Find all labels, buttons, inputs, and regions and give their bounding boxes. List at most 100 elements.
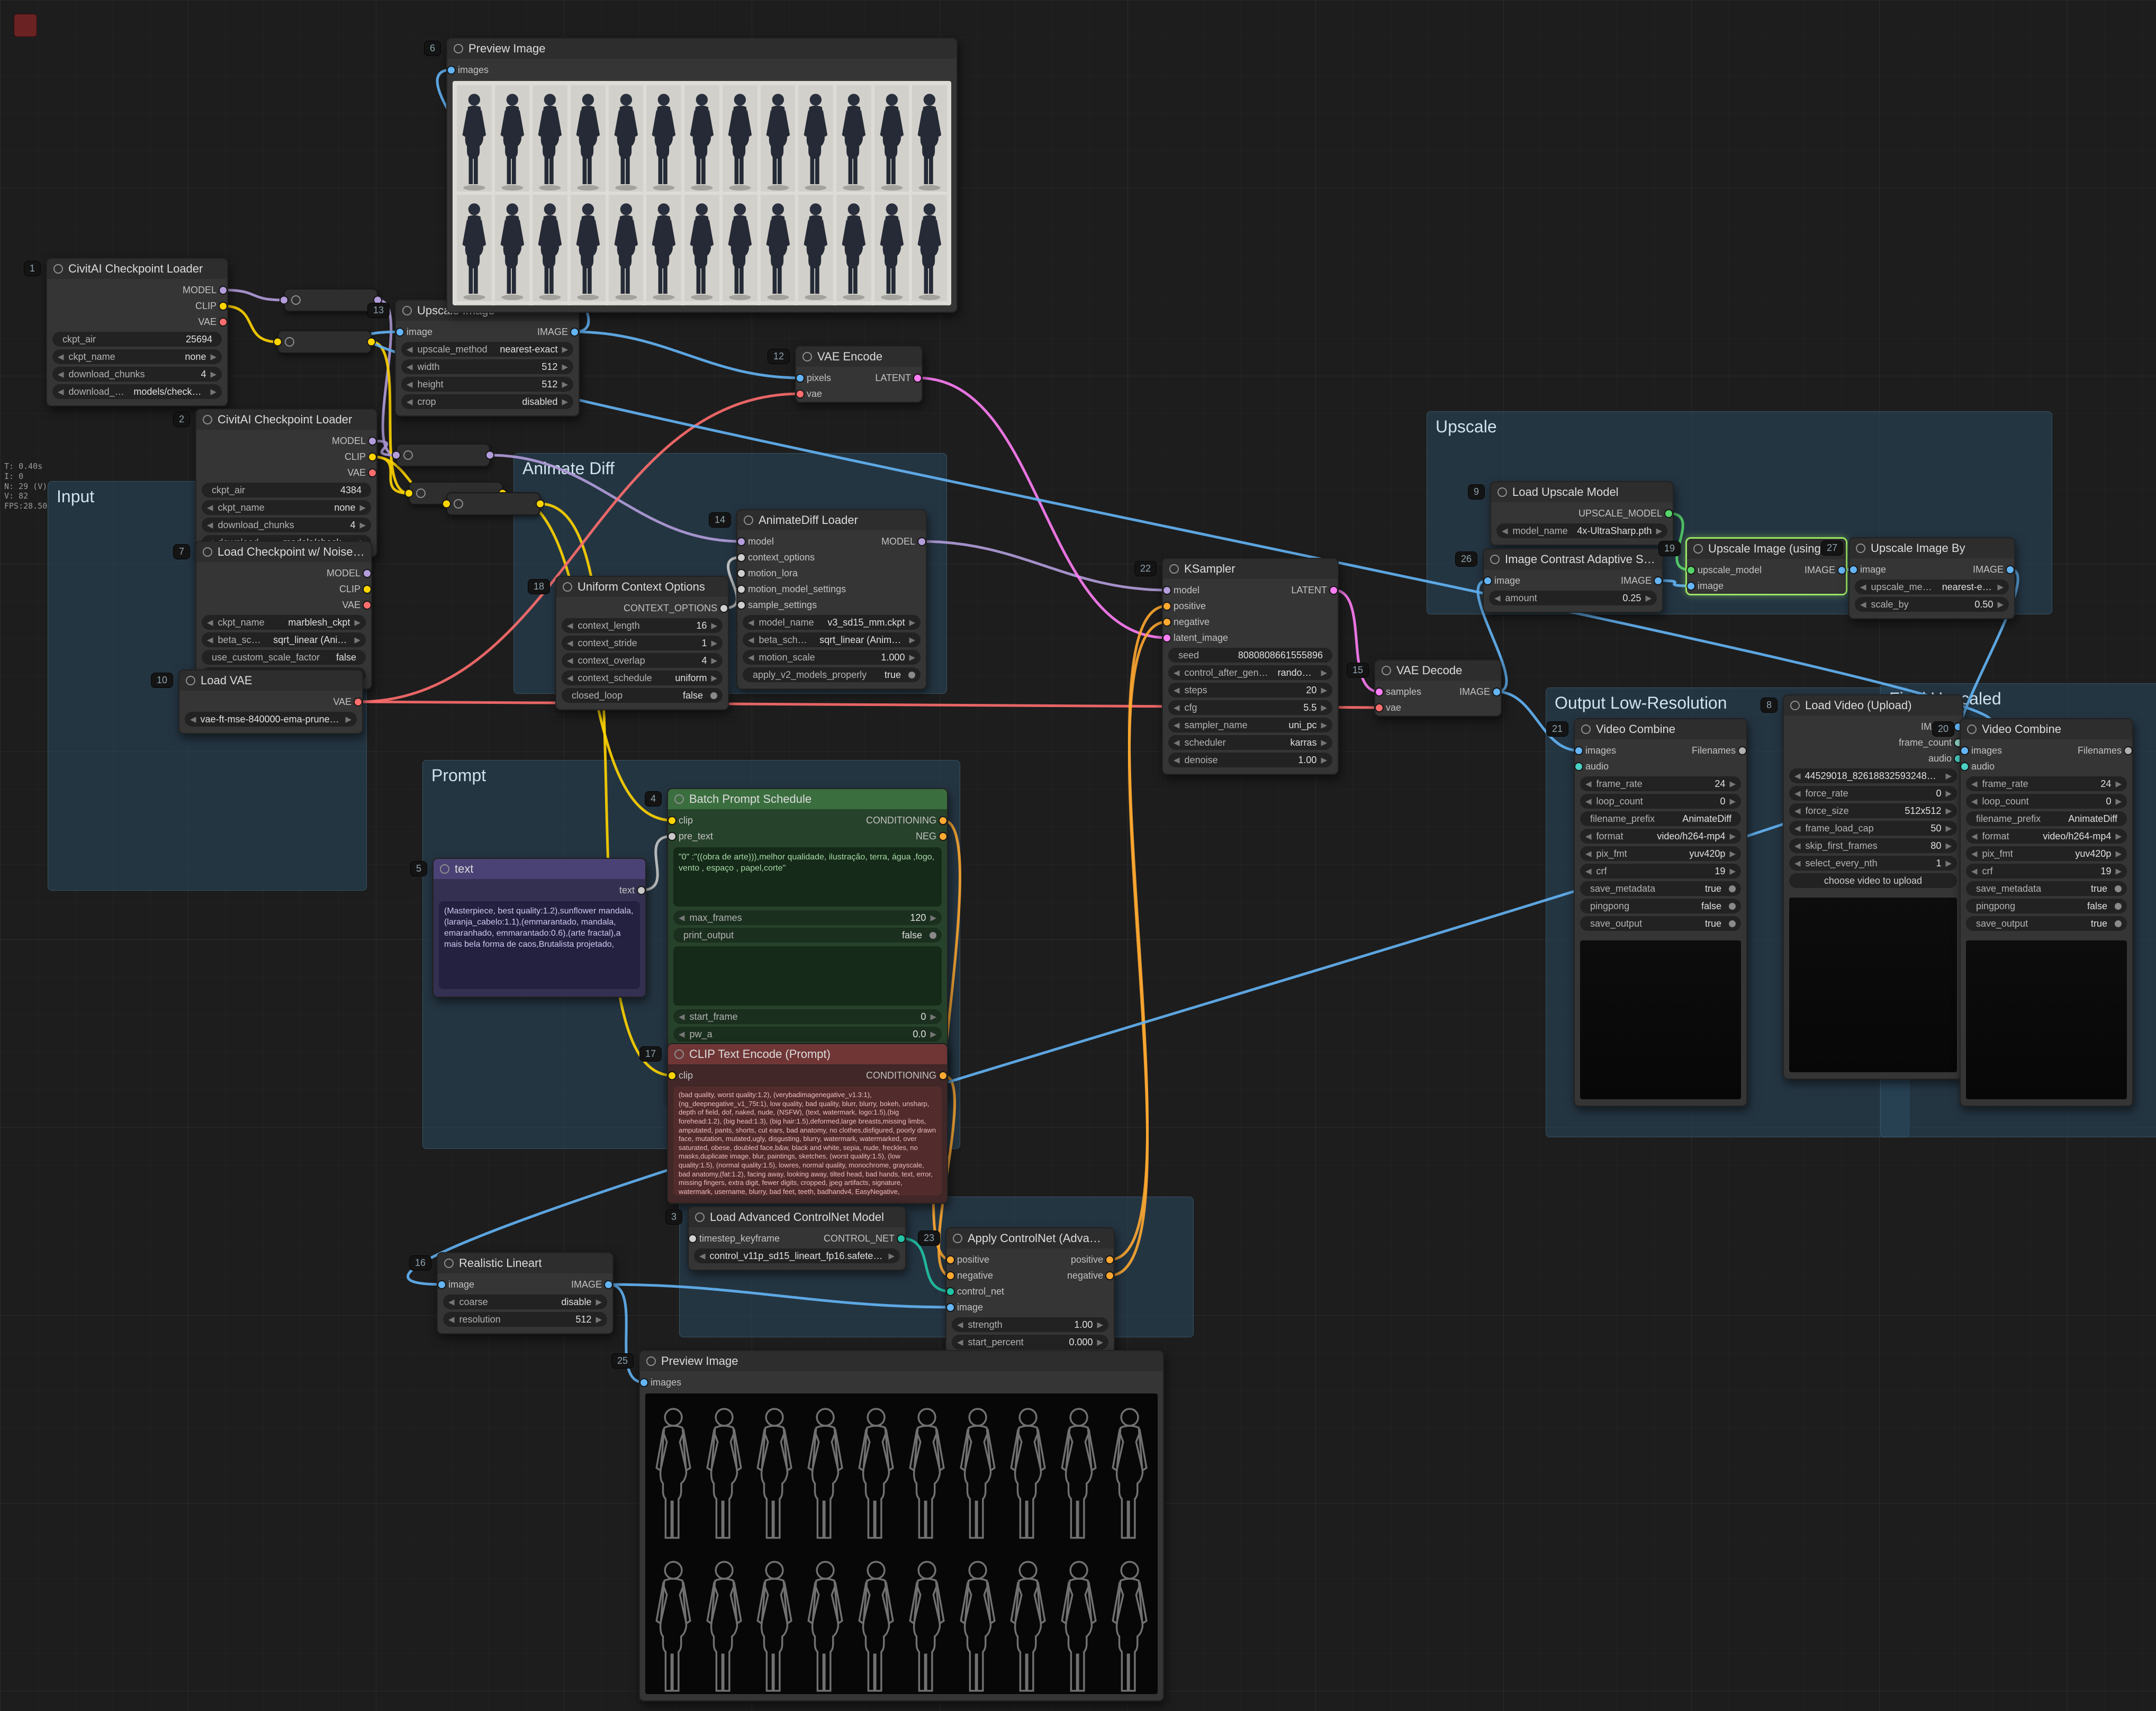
CLIP-output[interactable]: CLIP xyxy=(327,582,371,596)
decrement-arrow[interactable]: ◀ xyxy=(1794,824,1801,833)
CLIP-output[interactable]: CLIP xyxy=(183,299,227,313)
IMAGE-port[interactable] xyxy=(1655,577,1662,584)
images-port[interactable] xyxy=(1961,747,1968,754)
collapsed-node[interactable] xyxy=(393,443,493,467)
images-port[interactable] xyxy=(448,66,455,74)
CONDITIONING-output[interactable]: CONDITIONING xyxy=(866,1069,946,1082)
decrement-arrow[interactable]: ◀ xyxy=(1971,780,1978,789)
increment-arrow[interactable]: ▶ xyxy=(359,521,366,530)
increment-arrow[interactable]: ▶ xyxy=(930,1030,936,1039)
widget-control_net_name[interactable]: ◀control_v11p_sd15_lineart_fp16.safetens… xyxy=(694,1248,900,1263)
increment-arrow[interactable]: ▶ xyxy=(562,345,568,354)
node-header[interactable]: Batch Prompt Schedule xyxy=(668,789,947,809)
node-header[interactable]: Upscale Image By xyxy=(1850,538,2014,558)
decrement-arrow[interactable]: ◀ xyxy=(679,1030,685,1039)
IMAGE-port[interactable] xyxy=(1493,688,1500,695)
pixels-port[interactable] xyxy=(797,374,804,382)
node-header[interactable]: Preview Image xyxy=(447,39,957,59)
increment-arrow[interactable]: ▶ xyxy=(930,913,936,922)
increment-arrow[interactable]: ▶ xyxy=(1321,703,1327,712)
node-header[interactable]: Load Checkpoint w/ Noise Select xyxy=(196,542,371,562)
vae-port[interactable] xyxy=(797,390,804,397)
collapse-dot[interactable] xyxy=(802,352,812,361)
collapse-dot[interactable] xyxy=(285,337,294,347)
pre_text-input[interactable]: pre_text xyxy=(669,829,713,843)
decrement-arrow[interactable]: ◀ xyxy=(1860,583,1866,592)
frame_count-output[interactable]: frame_count xyxy=(1899,736,1962,749)
decrement-arrow[interactable]: ◀ xyxy=(567,674,573,683)
node-header[interactable]: Apply ControlNet (Advanced) xyxy=(946,1228,1114,1248)
increment-arrow[interactable]: ▶ xyxy=(2115,780,2122,789)
MODEL-port[interactable] xyxy=(918,538,925,545)
IMAGE-output[interactable]: IMAGE xyxy=(537,325,578,339)
LATENT-output[interactable]: LATENT xyxy=(1291,583,1337,597)
motion_lora-port[interactable] xyxy=(738,569,745,577)
node-header[interactable]: VAE Decode xyxy=(1375,660,1501,681)
CLIP-port[interactable] xyxy=(369,453,376,460)
decrement-arrow[interactable]: ◀ xyxy=(1794,789,1801,798)
increment-arrow[interactable]: ▶ xyxy=(711,639,717,648)
increment-arrow[interactable]: ▶ xyxy=(711,621,717,630)
VAE-output[interactable]: VAE xyxy=(332,466,376,479)
sample_settings-port[interactable] xyxy=(738,601,745,609)
node-header[interactable]: text xyxy=(434,859,645,879)
latent_image-port[interactable] xyxy=(1163,634,1170,641)
collapse-dot[interactable] xyxy=(53,264,63,274)
decrement-arrow[interactable]: ◀ xyxy=(957,1338,963,1347)
node-header[interactable]: CLIP Text Encode (Prompt) xyxy=(668,1044,947,1064)
UPSCALE_MODEL-port[interactable] xyxy=(1665,510,1672,517)
negative-output[interactable]: negative xyxy=(1067,1269,1113,1282)
samples-port[interactable] xyxy=(1376,688,1383,695)
decrement-arrow[interactable]: ◀ xyxy=(957,1320,963,1329)
decrement-arrow[interactable]: ◀ xyxy=(407,363,413,372)
increment-arrow[interactable]: ▶ xyxy=(711,656,717,665)
node-header[interactable]: Video Combine xyxy=(1575,719,1746,739)
decrement-arrow[interactable]: ◀ xyxy=(58,370,64,379)
negative-input[interactable]: negative xyxy=(947,1269,1004,1282)
positive-input[interactable]: positive xyxy=(947,1253,1004,1266)
IMAGE-output[interactable]: IMAGE xyxy=(571,1278,612,1291)
decrement-arrow[interactable]: ◀ xyxy=(1794,772,1801,781)
collapse-dot[interactable] xyxy=(440,864,449,874)
collapse-dot[interactable] xyxy=(444,1259,454,1268)
toggle-icon[interactable] xyxy=(930,931,936,939)
widget-download_path[interactable]: ◀download_pathmodels/checkpoints▶ xyxy=(52,384,222,399)
increment-arrow[interactable]: ▶ xyxy=(345,715,351,724)
collapsed-node[interactable] xyxy=(274,330,375,354)
increment-arrow[interactable]: ▶ xyxy=(1097,1320,1103,1329)
increment-arrow[interactable]: ▶ xyxy=(1997,600,2004,609)
increment-arrow[interactable]: ▶ xyxy=(562,363,568,372)
increment-arrow[interactable]: ▶ xyxy=(210,370,216,379)
image-port[interactable] xyxy=(1484,577,1491,584)
group-title[interactable]: Input xyxy=(57,487,95,506)
decrement-arrow[interactable]: ◀ xyxy=(748,636,754,645)
motion_lora-input[interactable]: motion_lora xyxy=(738,566,846,580)
collapse-dot[interactable] xyxy=(953,1234,962,1243)
IMAGE-port[interactable] xyxy=(2007,566,2014,573)
prompt-textarea[interactable] xyxy=(673,946,942,1006)
VAE-port[interactable] xyxy=(369,469,376,476)
